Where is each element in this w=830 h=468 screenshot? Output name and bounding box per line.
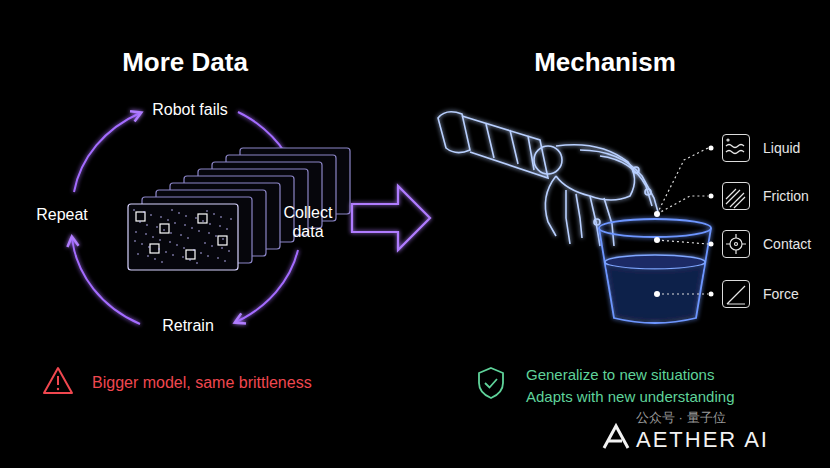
card-dot <box>185 215 187 217</box>
data-cards <box>128 148 350 270</box>
transition-arrow <box>352 186 430 250</box>
card-dot <box>193 249 195 251</box>
shield-icon <box>479 368 503 398</box>
card-marker <box>160 224 169 233</box>
card-dot <box>169 241 171 243</box>
card-dot <box>184 224 186 226</box>
card-dot <box>152 236 154 238</box>
card-dot <box>170 232 172 234</box>
card-dot <box>178 212 180 214</box>
card-dot <box>204 242 206 244</box>
card-dot <box>209 223 211 225</box>
section-title: Mechanism <box>534 47 676 78</box>
callout-box: Liquid <box>722 134 750 162</box>
leader-lines <box>657 148 708 294</box>
card-dot <box>148 246 150 248</box>
callout-box: Contact <box>722 230 750 258</box>
card-dot <box>211 245 213 247</box>
cycle-step: Repeat <box>36 205 88 224</box>
callout-label: Force <box>763 286 799 302</box>
card-dot <box>139 221 141 223</box>
card-dot <box>171 209 173 211</box>
cycle-step: Retrain <box>162 316 214 335</box>
card-dot <box>217 257 219 259</box>
callout-label: Contact <box>763 236 811 252</box>
section-title: More Data <box>122 47 248 78</box>
card-dot <box>219 225 221 227</box>
cycle-arrows <box>72 112 300 324</box>
card-dot <box>156 226 158 228</box>
card-dot <box>167 219 169 221</box>
card-dot <box>195 217 197 219</box>
data-card <box>128 204 238 270</box>
card-dot <box>183 247 185 249</box>
callout-box: Force <box>722 280 750 308</box>
logo-mark <box>604 426 628 448</box>
card-marker <box>150 244 159 253</box>
benefit-note: Adapts with new understanding <box>526 388 734 405</box>
card-dot <box>176 244 178 246</box>
cup <box>599 219 711 323</box>
card-dot <box>143 211 145 213</box>
card-dot <box>158 248 160 250</box>
card-dot <box>160 216 162 218</box>
card-dot <box>135 231 137 233</box>
card-dot <box>230 218 232 220</box>
card-dot <box>224 260 226 262</box>
card-dot <box>159 239 161 241</box>
card-dot <box>208 232 210 234</box>
callout-label: Friction <box>763 188 809 204</box>
card-dot <box>187 237 189 239</box>
callout-box: Friction <box>722 182 750 210</box>
card-dot <box>200 252 202 254</box>
card-marker <box>186 250 195 259</box>
card-dot <box>154 258 156 260</box>
card-dot <box>182 256 184 258</box>
card-dot <box>146 224 148 226</box>
card-dot <box>206 210 208 212</box>
card-dot <box>133 209 135 211</box>
card-dot <box>228 250 230 252</box>
card-dot <box>145 233 147 235</box>
card-dot <box>207 255 209 257</box>
card-dot <box>215 235 217 237</box>
card-dot <box>172 254 174 256</box>
card-dot <box>174 222 176 224</box>
benefit-note: Generalize to new situations <box>526 366 714 383</box>
card-dot <box>191 227 193 229</box>
card-dot <box>226 228 228 230</box>
card-marker <box>198 214 207 223</box>
card-dot <box>165 251 167 253</box>
callout-label: Liquid <box>763 140 800 156</box>
card-dot <box>198 230 200 232</box>
robot-hand <box>438 112 658 246</box>
card-dot <box>189 259 191 261</box>
card-dot <box>202 220 204 222</box>
warning-icon <box>44 368 72 393</box>
card-dot <box>163 229 165 231</box>
card-dot <box>147 255 149 257</box>
cycle-step: Robot fails <box>152 100 228 119</box>
card-dot <box>180 234 182 236</box>
card-dot <box>220 216 222 218</box>
card-dot <box>141 243 143 245</box>
card-dot <box>134 240 136 242</box>
watermark: 公众号 · 量子位 <box>636 409 726 427</box>
card-dot <box>222 238 224 240</box>
card-dot <box>137 253 139 255</box>
card-dot <box>150 214 152 216</box>
card-dot <box>161 261 163 263</box>
card-dot <box>213 213 215 215</box>
card-dot <box>196 262 198 264</box>
cycle-step: Collect data <box>276 203 340 241</box>
card-marker <box>136 212 145 221</box>
card-dot <box>221 247 223 249</box>
warning-note: Bigger model, same brittleness <box>92 374 312 392</box>
card-marker <box>218 236 227 245</box>
watermark: AETHER AI <box>636 427 769 453</box>
contact-dots <box>654 146 714 298</box>
